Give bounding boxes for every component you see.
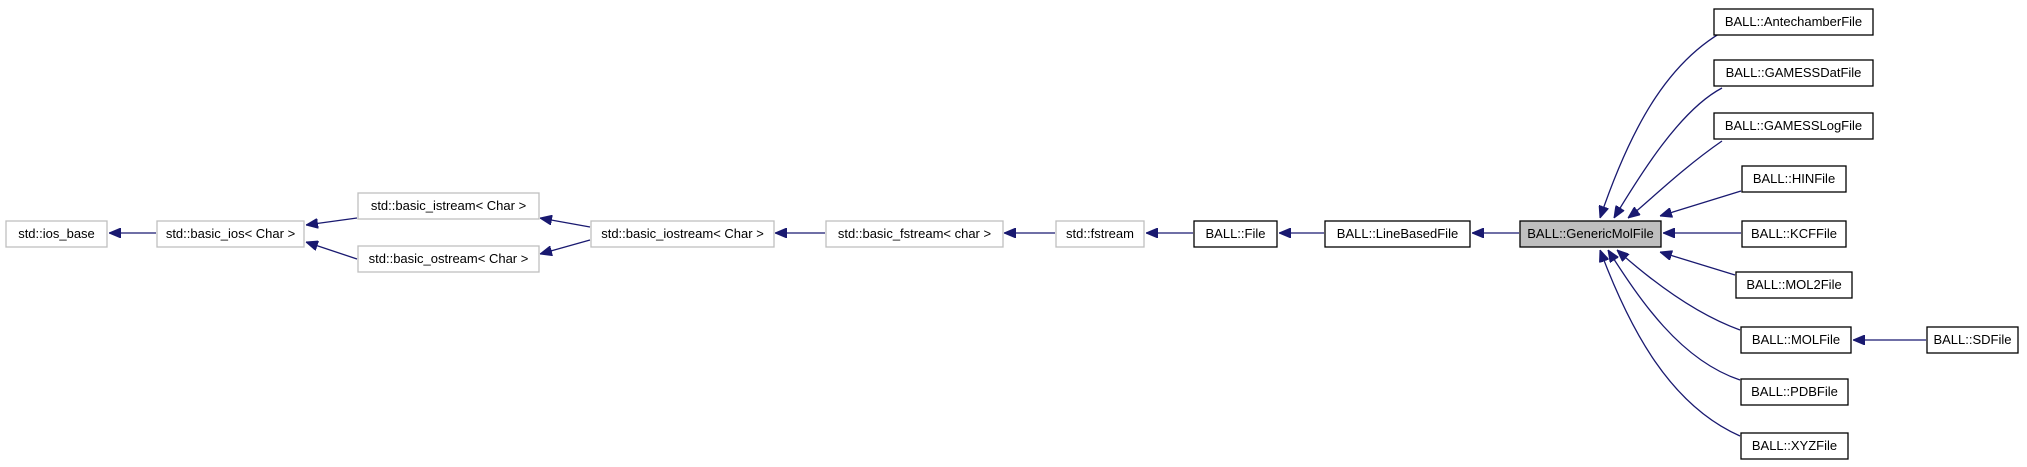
node-file[interactable]: BALL::File	[1193, 220, 1278, 248]
node-antechamber-file[interactable]: BALL::AntechamberFile	[1713, 8, 1874, 36]
node-gamess-dat-file[interactable]: BALL::GAMESSDatFile	[1713, 59, 1874, 87]
node-label: std::basic_fstream< char >	[838, 226, 991, 241]
node-label: BALL::MOLFile	[1752, 332, 1840, 347]
node-generic-mol-file[interactable]: BALL::GenericMolFile	[1519, 220, 1662, 248]
edge-mol-file-to-generic-mol-file	[1617, 250, 1741, 331]
node-mol2-file[interactable]: BALL::MOL2File	[1735, 271, 1853, 299]
node-label: BALL::GenericMolFile	[1527, 226, 1653, 241]
edge-gamess-dat-file-to-generic-mol-file	[1614, 87, 1723, 218]
node-basic-iostream[interactable]: std::basic_iostream< Char >	[590, 220, 775, 248]
node-pdb-file[interactable]: BALL::PDBFile	[1740, 378, 1849, 406]
node-basic-ostream[interactable]: std::basic_ostream< Char >	[357, 245, 540, 273]
node-fstream[interactable]: std::fstream	[1055, 220, 1145, 248]
edge-basic-istream-to-basic-ios	[306, 217, 358, 225]
node-label: std::basic_iostream< Char >	[601, 226, 764, 241]
node-label: BALL::MOL2File	[1746, 277, 1841, 292]
node-label: BALL::GAMESSLogFile	[1725, 118, 1862, 133]
edge-hin-file-to-generic-mol-file	[1660, 190, 1742, 216]
node-basic-ios[interactable]: std::basic_ios< Char >	[156, 220, 305, 248]
node-label: BALL::KCFFile	[1751, 226, 1837, 241]
node-gamess-log-file[interactable]: BALL::GAMESSLogFile	[1713, 112, 1874, 140]
edge-basic-ostream-to-basic-ios	[306, 242, 358, 260]
node-label: std::fstream	[1066, 226, 1134, 241]
node-label: BALL::HINFile	[1753, 171, 1835, 186]
node-hin-file[interactable]: BALL::HINFile	[1741, 165, 1847, 193]
edge-xyz-file-to-generic-mol-file	[1600, 250, 1741, 437]
node-label: std::basic_ostream< Char >	[369, 251, 529, 266]
edge-basic-iostream-to-basic-ostream	[540, 239, 591, 254]
node-basic-istream[interactable]: std::basic_istream< Char >	[357, 192, 540, 220]
edge-pdb-file-to-generic-mol-file	[1608, 250, 1741, 381]
node-label: BALL::XYZFile	[1752, 438, 1837, 453]
node-label: std::ios_base	[18, 226, 95, 241]
node-label: BALL::AntechamberFile	[1725, 14, 1862, 29]
node-mol-file[interactable]: BALL::MOLFile	[1740, 326, 1852, 354]
edge-mol2-file-to-generic-mol-file	[1660, 252, 1736, 276]
node-label: BALL::SDFile	[1933, 332, 2011, 347]
edge-gamess-log-file-to-generic-mol-file	[1628, 140, 1723, 218]
node-label: std::basic_ios< Char >	[166, 226, 295, 241]
node-line-based-file[interactable]: BALL::LineBasedFile	[1324, 220, 1471, 248]
node-basic-fstream[interactable]: std::basic_fstream< char >	[825, 220, 1004, 248]
class-nodes: std::ios_base std::basic_ios< Char > std…	[5, 8, 2019, 460]
node-kcf-file[interactable]: BALL::KCFFile	[1741, 220, 1847, 248]
edge-basic-iostream-to-basic-istream	[540, 218, 591, 228]
node-sd-file[interactable]: BALL::SDFile	[1926, 326, 2019, 354]
node-ios-base[interactable]: std::ios_base	[5, 220, 108, 248]
node-label: std::basic_istream< Char >	[371, 198, 526, 213]
node-label: BALL::File	[1206, 226, 1266, 241]
node-label: BALL::PDBFile	[1751, 384, 1838, 399]
node-label: BALL::LineBasedFile	[1337, 226, 1458, 241]
node-label: BALL::GAMESSDatFile	[1726, 65, 1862, 80]
node-xyz-file[interactable]: BALL::XYZFile	[1740, 432, 1849, 460]
